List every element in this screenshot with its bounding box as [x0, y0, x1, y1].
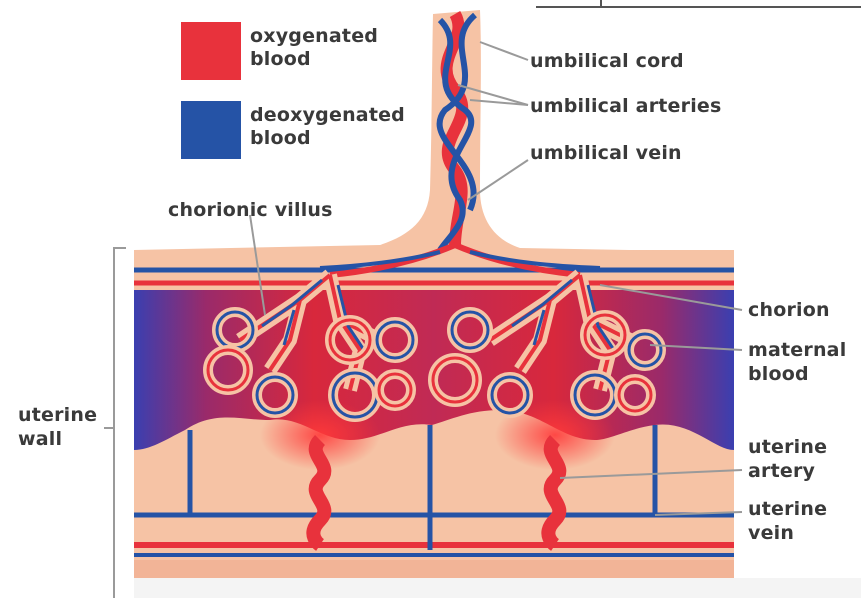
oxygenated-swatch	[181, 22, 241, 80]
umbilical-cord-label: umbilical cord	[530, 51, 684, 72]
umbilical-arteries-label: umbilical arteries	[530, 96, 722, 117]
deoxygenated-label-2: blood	[250, 128, 311, 149]
maternal-blood-label-2: blood	[748, 364, 809, 385]
oxygenated-label-2: blood	[250, 49, 311, 70]
oxygenated-label-1: oxygenated	[250, 26, 378, 47]
uterine-vein-label-2: vein	[748, 523, 794, 544]
deoxygenated-label-1: deoxygenated	[250, 105, 405, 126]
chorionic-villus-label: chorionic villus	[168, 200, 333, 221]
uterine-wall-label-2: wall	[18, 429, 62, 450]
deoxygenated-swatch	[181, 101, 241, 159]
top-rule-tick	[600, 0, 602, 7]
umbilical-vein-label: umbilical vein	[530, 143, 682, 164]
uterine-wall-label-1: uterine	[18, 405, 97, 426]
maternal-blood-label-1: maternal	[748, 340, 846, 361]
top-rule	[536, 6, 861, 8]
uterine-vein-label-1: uterine	[748, 499, 827, 520]
uterine-artery-label-2: artery	[748, 461, 815, 482]
chorion-plate	[134, 262, 734, 290]
uterine-artery-label-1: uterine	[748, 437, 827, 458]
chorion-label: chorion	[748, 300, 830, 321]
